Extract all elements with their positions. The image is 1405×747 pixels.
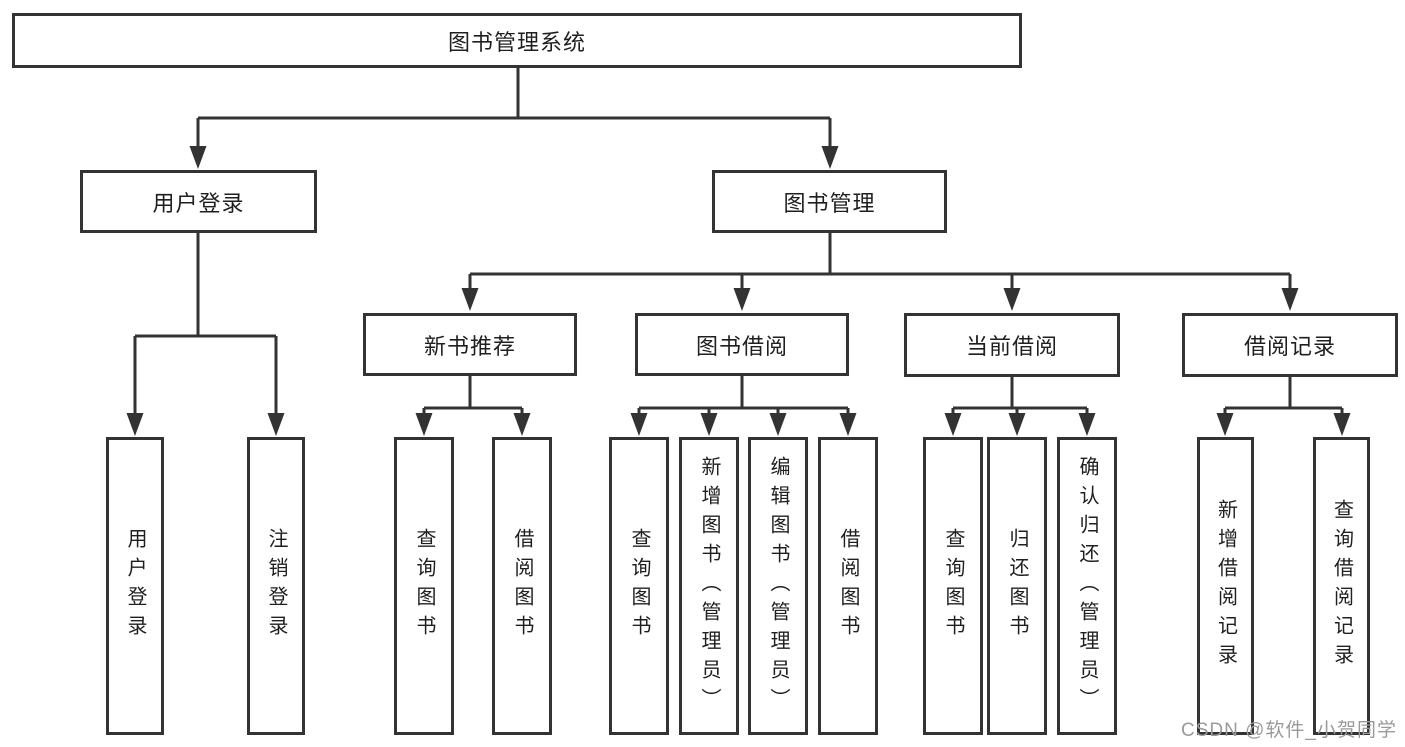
leaf-add-book-admin: 新增图书（管理员）	[679, 437, 739, 735]
leaf-return-book: 归还图书	[987, 437, 1047, 735]
node-new-book-rec: 新书推荐	[363, 313, 577, 376]
edge-book-mgmt-children	[461, 233, 1299, 311]
leaf-logout: 注销登录	[247, 437, 305, 735]
leaf-borrow-book-2: 借阅图书	[818, 437, 878, 735]
leaf-query-book-2: 查询图书	[609, 437, 669, 735]
leaf-query-borrow-record: 查询借阅记录	[1313, 437, 1370, 735]
leaf-query-book-2-label: 查询图书	[628, 528, 650, 644]
leaf-borrow-book-1-label: 借阅图书	[511, 528, 533, 644]
node-book-mgmt: 图书管理	[712, 170, 947, 233]
leaf-logout-label: 注销登录	[265, 528, 287, 644]
leaf-query-book-3: 查询图书	[923, 437, 983, 735]
node-root-label: 图书管理系统	[447, 29, 586, 55]
leaf-confirm-return-admin: 确认归还（管理员）	[1057, 437, 1117, 735]
leaf-edit-book-admin-label: 编辑图书（管理员）	[767, 455, 789, 717]
leaf-return-book-label: 归还图书	[1006, 528, 1028, 644]
leaf-user-login: 用户登录	[106, 437, 164, 735]
leaf-query-book-1-label: 查询图书	[413, 528, 435, 644]
leaf-user-login-label: 用户登录	[124, 528, 146, 644]
watermark: CSDN @软件_小贺同学	[1181, 720, 1397, 741]
leaf-query-borrow-record-label: 查询借阅记录	[1330, 499, 1353, 673]
edge-user-login-children	[126, 233, 285, 436]
node-book-mgmt-label: 图书管理	[783, 190, 876, 216]
leaf-query-book-3-label: 查询图书	[942, 528, 964, 644]
node-user-login: 用户登录	[80, 170, 317, 233]
edge-current-borrow-children	[944, 377, 1096, 436]
leaf-add-borrow-record-label: 新增借阅记录	[1214, 499, 1237, 673]
edge-new-book-children	[415, 376, 531, 436]
leaf-add-borrow-record: 新增借阅记录	[1197, 437, 1254, 735]
node-new-book-rec-label: 新书推荐	[423, 333, 516, 359]
leaf-query-book-1: 查询图书	[394, 437, 454, 735]
leaf-edit-book-admin: 编辑图书（管理员）	[748, 437, 808, 735]
node-borrow-record-label: 借阅记录	[1243, 334, 1336, 359]
node-current-borrow: 当前借阅	[904, 313, 1120, 377]
leaf-borrow-book-2-label: 借阅图书	[837, 528, 859, 644]
edge-root-to-level2	[189, 68, 839, 169]
leaf-add-book-admin-label: 新增图书（管理员）	[698, 455, 720, 717]
node-borrow-record: 借阅记录	[1182, 313, 1398, 377]
node-root: 图书管理系统	[12, 13, 1022, 68]
leaf-borrow-book-1: 借阅图书	[492, 437, 552, 735]
node-book-borrow-label: 图书借阅	[695, 333, 788, 359]
leaf-confirm-return-admin-label: 确认归还（管理员）	[1076, 455, 1098, 717]
node-user-login-label: 用户登录	[152, 190, 245, 216]
node-book-borrow: 图书借阅	[635, 313, 849, 376]
edge-borrow-record-children	[1216, 377, 1351, 436]
node-current-borrow-label: 当前借阅	[965, 334, 1058, 359]
edge-book-borrow-children	[630, 376, 857, 436]
